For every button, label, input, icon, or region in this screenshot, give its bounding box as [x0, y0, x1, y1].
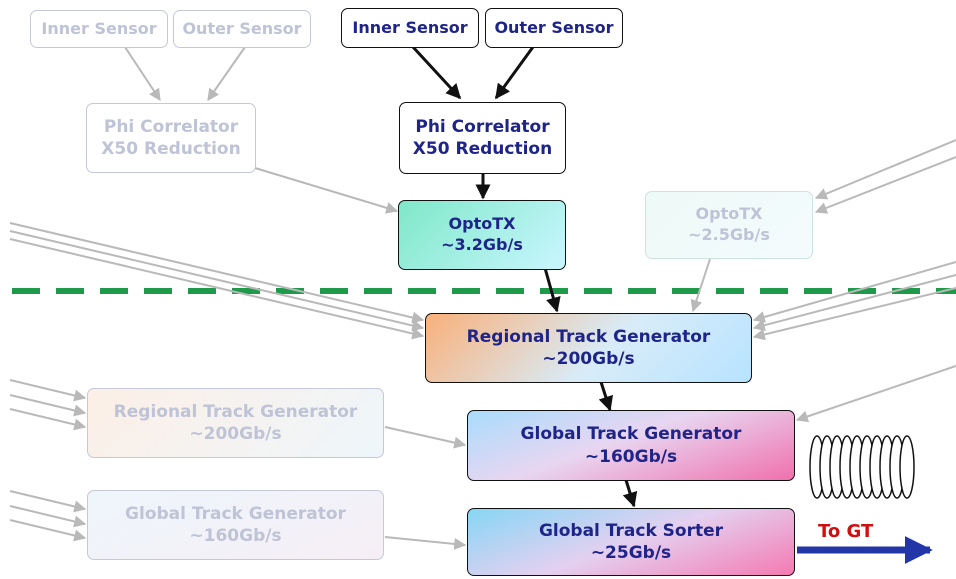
outer-sensor-box: Outer Sensor — [485, 8, 623, 48]
optotx-rate: ~3.2Gb/s — [441, 235, 523, 254]
optotx-label: OptoTX — [448, 214, 516, 234]
global-track-sorter-box: Global Track Sorter ~25Gb/s — [467, 508, 795, 576]
faint-global-track-generator-box: Global Track Generator ~160Gb/s — [87, 490, 384, 560]
main-connectors — [411, 45, 638, 508]
faint-outer-sensor-box: Outer Sensor — [173, 10, 311, 48]
faint-inner-sensor-box: Inner Sensor — [30, 10, 168, 48]
faint-phi-correlator-line2: X50 Reduction — [101, 139, 241, 159]
faint-global-track-generator-rate: ~160Gb/s — [189, 526, 282, 546]
global-track-generator-label: Global Track Generator — [520, 424, 742, 445]
global-track-generator-box: Global Track Generator ~160Gb/s — [467, 410, 795, 481]
inner-sensor-label: Inner Sensor — [352, 17, 468, 37]
faint-outer-sensor-label: Outer Sensor — [182, 18, 302, 38]
phi-correlator-box: Phi Correlator X50 Reduction — [399, 102, 566, 174]
faint-connectors — [9, 46, 956, 550]
link-coil-icon — [809, 435, 915, 499]
regional-track-generator-box: Regional Track Generator ~200Gb/s — [425, 313, 752, 383]
faint-global-track-generator-label: Global Track Generator — [125, 503, 346, 524]
phi-correlator-line2: X50 Reduction — [412, 139, 553, 159]
regional-track-generator-rate: ~200Gb/s — [542, 349, 635, 369]
faint-optotx-rate: ~2.5Gb/s — [688, 225, 770, 244]
outer-sensor-label: Outer Sensor — [494, 17, 614, 37]
regional-track-generator-label: Regional Track Generator — [466, 326, 711, 347]
to-gt-label: To GT — [818, 521, 874, 542]
global-track-sorter-rate: ~25Gb/s — [590, 543, 672, 563]
phi-correlator-line1: Phi Correlator — [415, 116, 550, 137]
optotx-box: OptoTX ~3.2Gb/s — [398, 200, 566, 270]
global-track-generator-rate: ~160Gb/s — [584, 446, 678, 467]
faint-phi-correlator-box: Phi Correlator X50 Reduction — [86, 103, 256, 173]
faint-regional-track-generator-label: Regional Track Generator — [113, 401, 358, 422]
faint-regional-track-generator-box: Regional Track Generator ~200Gb/s — [87, 388, 384, 458]
faint-phi-correlator-line1: Phi Correlator — [103, 116, 239, 137]
faint-optotx-box: OptoTX ~2.5Gb/s — [645, 191, 813, 259]
faint-optotx-label: OptoTX — [695, 204, 763, 224]
inner-sensor-box: Inner Sensor — [341, 8, 479, 48]
faint-inner-sensor-label: Inner Sensor — [41, 18, 157, 38]
faint-regional-track-generator-rate: ~200Gb/s — [189, 424, 282, 444]
global-track-sorter-label: Global Track Sorter — [538, 520, 724, 541]
